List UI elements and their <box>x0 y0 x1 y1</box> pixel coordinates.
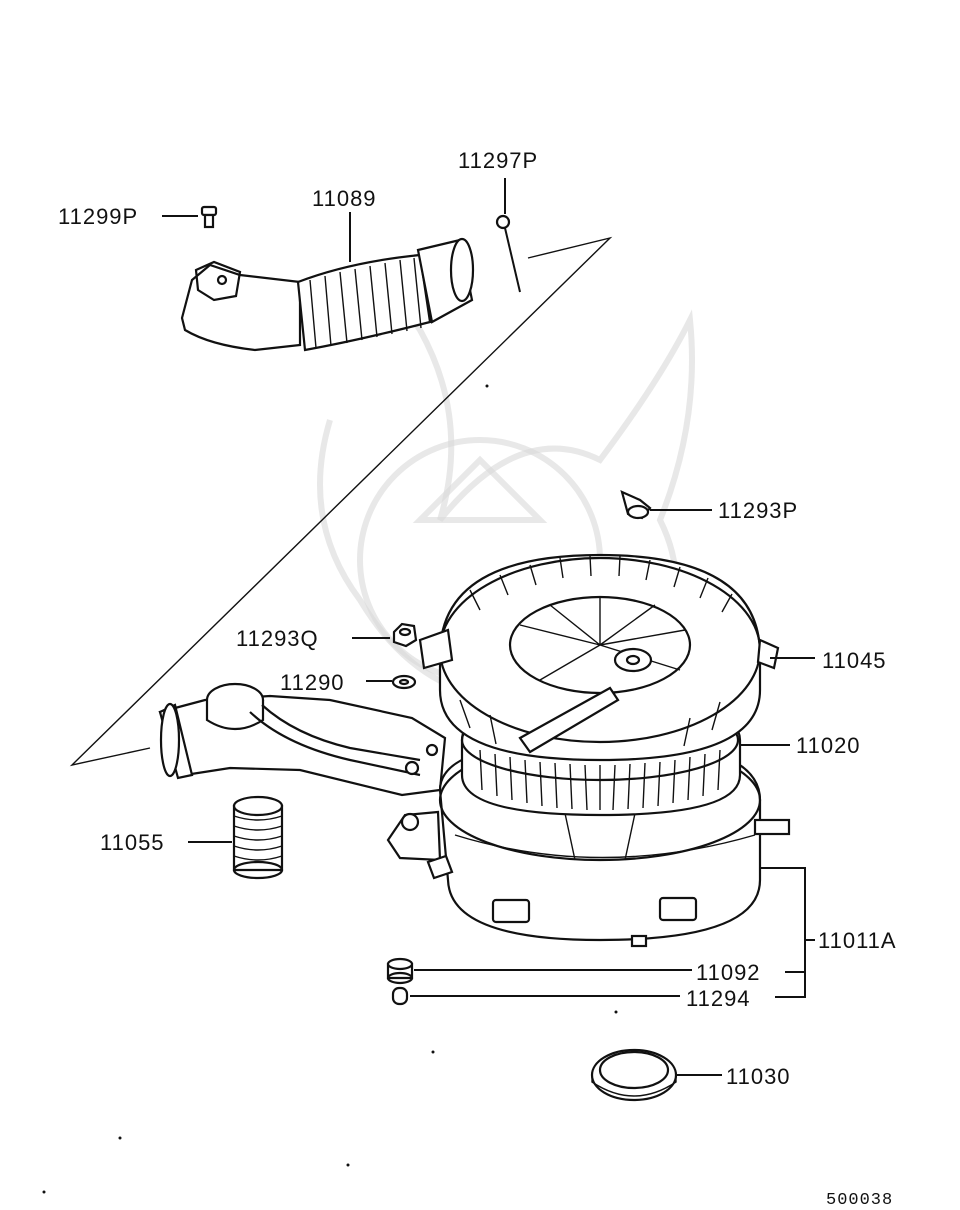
label-11055: 11055 <box>100 830 165 855</box>
label-11020: 11020 <box>796 733 861 758</box>
label-11030: 11030 <box>726 1064 791 1089</box>
bolt-11299P <box>200 205 218 229</box>
section-cut-line <box>69 236 613 767</box>
collar-11294 <box>391 986 409 1006</box>
label-11290: 11290 <box>280 670 345 695</box>
nut-11293Q <box>392 622 418 648</box>
label-11293Q: 11293Q <box>236 626 319 651</box>
corrugated-hose-11055 <box>232 795 284 880</box>
washer-11290 <box>391 674 417 690</box>
pin-11297P <box>495 214 521 293</box>
leader-11011A <box>760 867 815 998</box>
label-11089: 11089 <box>312 186 377 211</box>
label-11092: 11092 <box>696 960 761 985</box>
label-11293P: 11293P <box>718 498 798 523</box>
label-11011A: 11011A <box>818 928 897 953</box>
diagram-code: 500038 <box>826 1191 893 1210</box>
label-11294: 11294 <box>686 986 751 1011</box>
wing-nut-11293P <box>620 490 652 520</box>
cover-11045 <box>418 553 780 762</box>
grommet-11092 <box>386 957 414 985</box>
intake-hose-11089 <box>180 237 475 352</box>
label-11299P: 11299P <box>58 204 138 229</box>
label-11297P: 11297P <box>458 148 538 173</box>
label-11045: 11045 <box>822 648 887 673</box>
seal-ring-11030 <box>590 1048 678 1102</box>
scan-specks <box>42 384 618 1194</box>
